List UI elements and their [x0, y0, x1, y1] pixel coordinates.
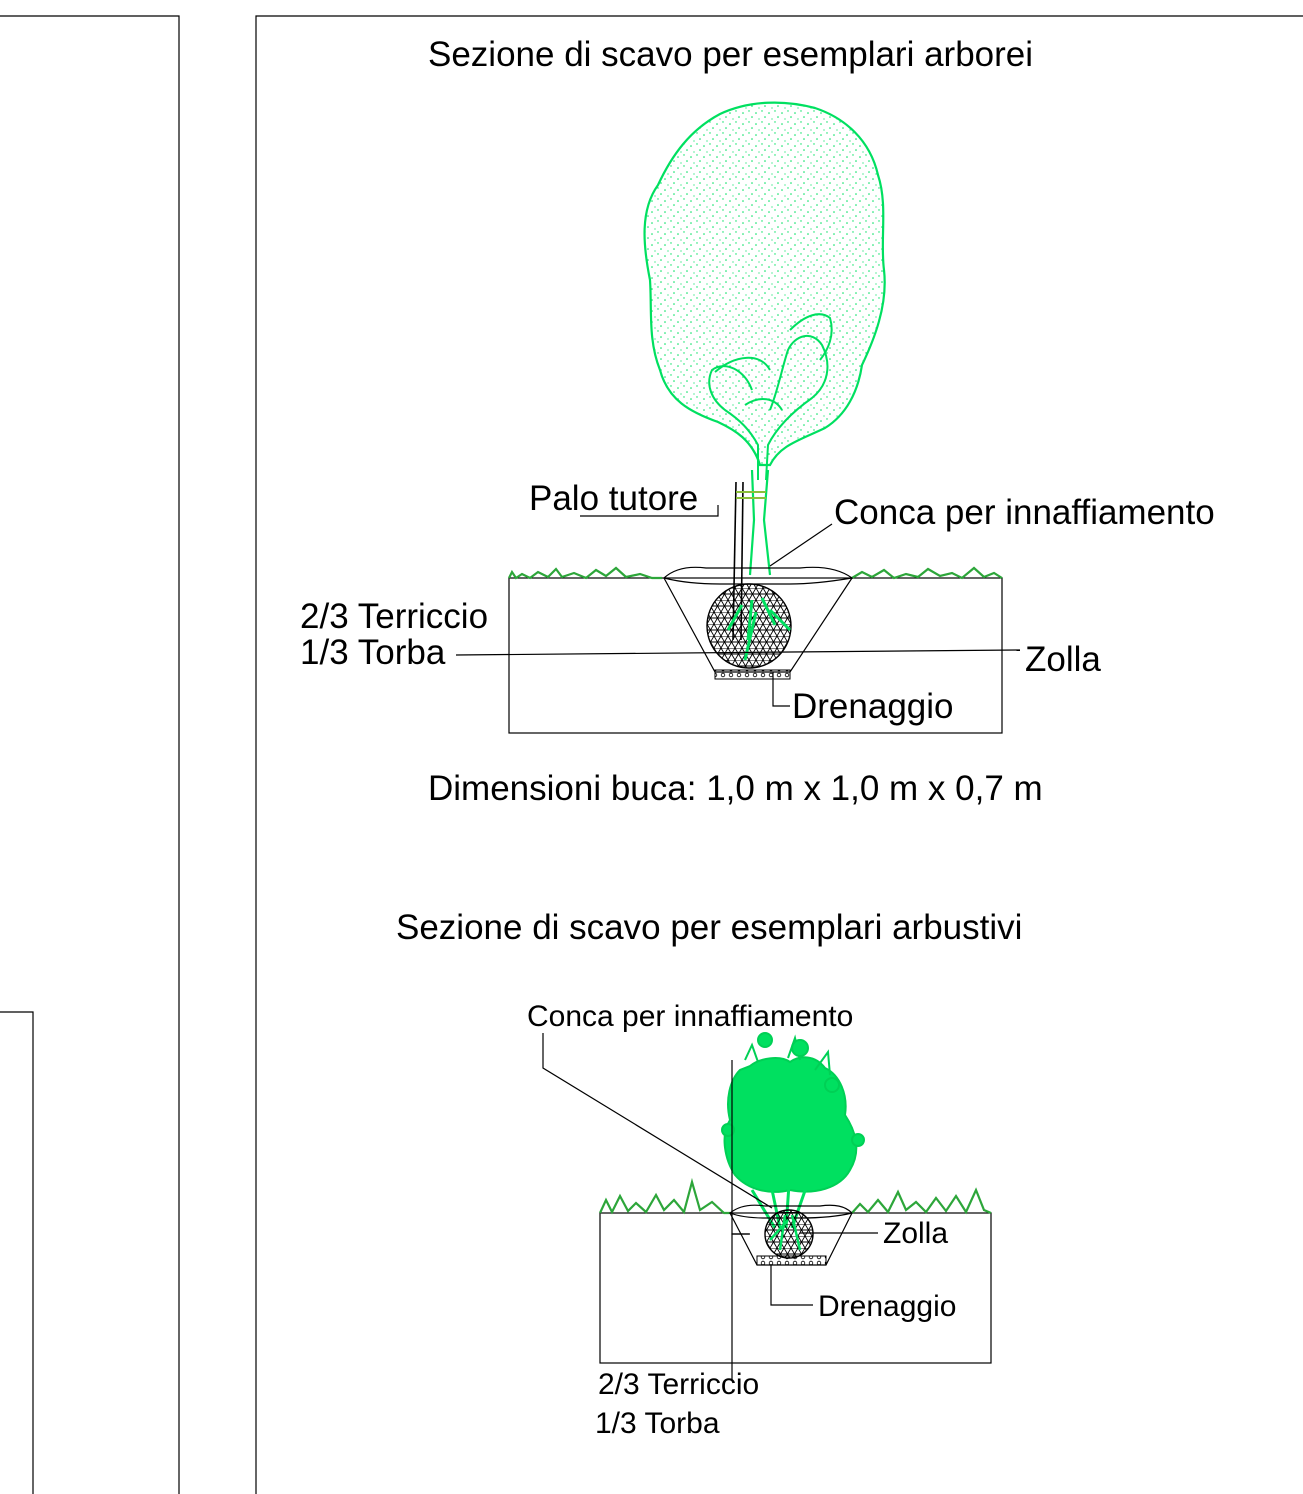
tree-roots — [726, 597, 792, 661]
shrub-soil-leader — [731, 1233, 750, 1380]
tree-grass — [508, 566, 1003, 580]
tree-pit-dimensions: Dimensioni buca: 1,0 m x 1,0 m x 0,7 m — [428, 769, 1043, 808]
shrub-foliage — [721, 1032, 865, 1193]
shrub-section: Sezione di scavo per esemplari arbustivi… — [396, 908, 1022, 1440]
tree-section-title: Sezione di scavo per esemplari arborei — [428, 35, 1033, 74]
shrub-label-soil-mix-2: 1/3 Torba — [595, 1407, 720, 1440]
left-inner-frame — [0, 1011, 34, 1494]
shrub-section-title: Sezione di scavo per esemplari arbustivi — [396, 908, 1022, 947]
label-soil-mix-1: 2/3 Terriccio — [300, 597, 488, 636]
shrub-roots — [769, 1214, 802, 1251]
right-frame — [255, 15, 1303, 1494]
shrub-grass — [599, 1177, 992, 1215]
tree-branches — [708, 313, 833, 481]
tree-watering-basin — [662, 566, 854, 585]
tree-trunk — [748, 469, 772, 576]
shrub-label-rootball: Zolla — [883, 1217, 948, 1250]
sheet-frames — [0, 15, 1303, 1494]
shrub-label-soil-mix-1: 2/3 Terriccio — [598, 1368, 759, 1401]
tree-section: Sezione di scavo per esemplari arborei — [300, 35, 1215, 808]
label-drainage: Drenaggio — [792, 687, 954, 726]
shrub-stems — [750, 1169, 810, 1229]
label-rootball: Zolla — [1025, 640, 1101, 679]
shrub-label-watering-basin: Conca per innaffiamento — [527, 1000, 853, 1033]
shrub-label-drainage: Drenaggio — [818, 1290, 956, 1323]
tree-leader-lines — [455, 505, 1021, 707]
tree-pit-box — [508, 577, 1003, 734]
label-stake: Palo tutore — [529, 479, 698, 518]
tree-drainage-layer — [714, 669, 791, 680]
shrub-rootball — [764, 1209, 814, 1259]
label-watering-basin: Conca per innaffiamento — [834, 493, 1215, 532]
tree-canopy — [643, 101, 886, 467]
left-frame — [0, 15, 180, 1494]
label-soil-mix-2: 1/3 Torba — [300, 633, 446, 672]
